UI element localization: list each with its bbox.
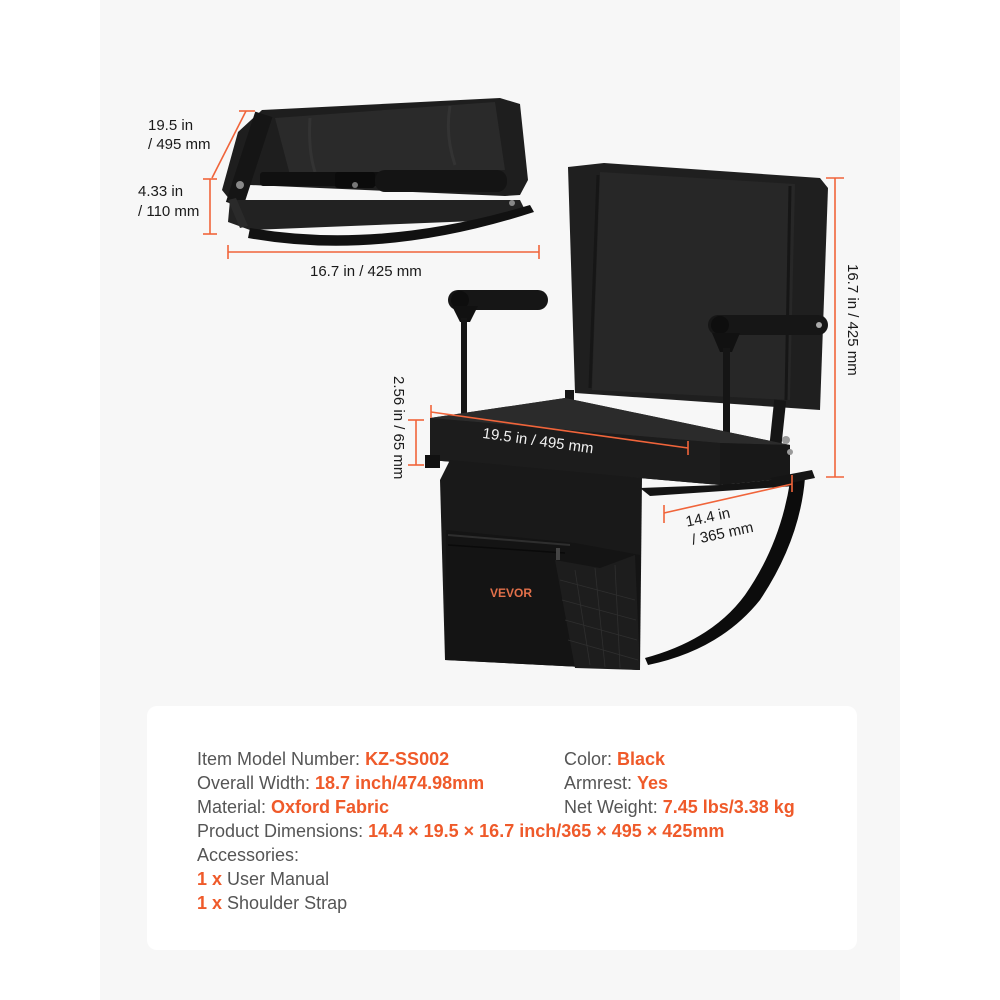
dimension-lines (203, 110, 844, 523)
open-chair (425, 163, 828, 670)
folded-thickness-label-line2: / 110 mm (138, 203, 200, 220)
vevor-logo: VEVOR (490, 586, 532, 600)
cushion-height-label: 2.56 in / 65 mm (390, 376, 407, 480)
spec-product-dimensions: Product Dimensions: 14.4 × 19.5 × 16.7 i… (197, 821, 725, 841)
folded-length-label: 16.7 in / 425 mm (310, 263, 422, 280)
accessories-heading: Accessories: (197, 845, 300, 865)
accessory-user-manual: 1 x User Manual (197, 869, 330, 889)
spec-model-number: Item Model Number: KZ-SS002 (197, 749, 450, 769)
spec-net-weight: Net Weight: 7.45 lbs/3.38 kg (564, 797, 795, 817)
spec-card: Item Model Number: KZ-SS002 Overall Widt… (147, 706, 857, 950)
spec-material: Material: Oxford Fabric (197, 797, 390, 817)
accessory-shoulder-strap: 1 x Shoulder Strap (197, 893, 348, 913)
folded-chair (222, 98, 534, 246)
folded-depth-label-line1: 19.5 in (148, 117, 194, 134)
spec-color: Color: Black (564, 749, 666, 769)
backrest-height-label: 16.7 in / 425 mm (844, 264, 861, 376)
product-illustration: VEVOR 19.5 in / 495 mm 4.33 in / 110 mm … (138, 98, 861, 670)
spec-armrest: Armrest: Yes (564, 773, 669, 793)
folded-thickness-label-line1: 4.33 in (138, 183, 184, 200)
folded-depth-label-line2: / 495 mm (148, 136, 211, 153)
spec-overall-width: Overall Width: 18.7 inch/474.98mm (197, 773, 485, 793)
stadium-seat-drawing: VEVOR (203, 98, 844, 670)
